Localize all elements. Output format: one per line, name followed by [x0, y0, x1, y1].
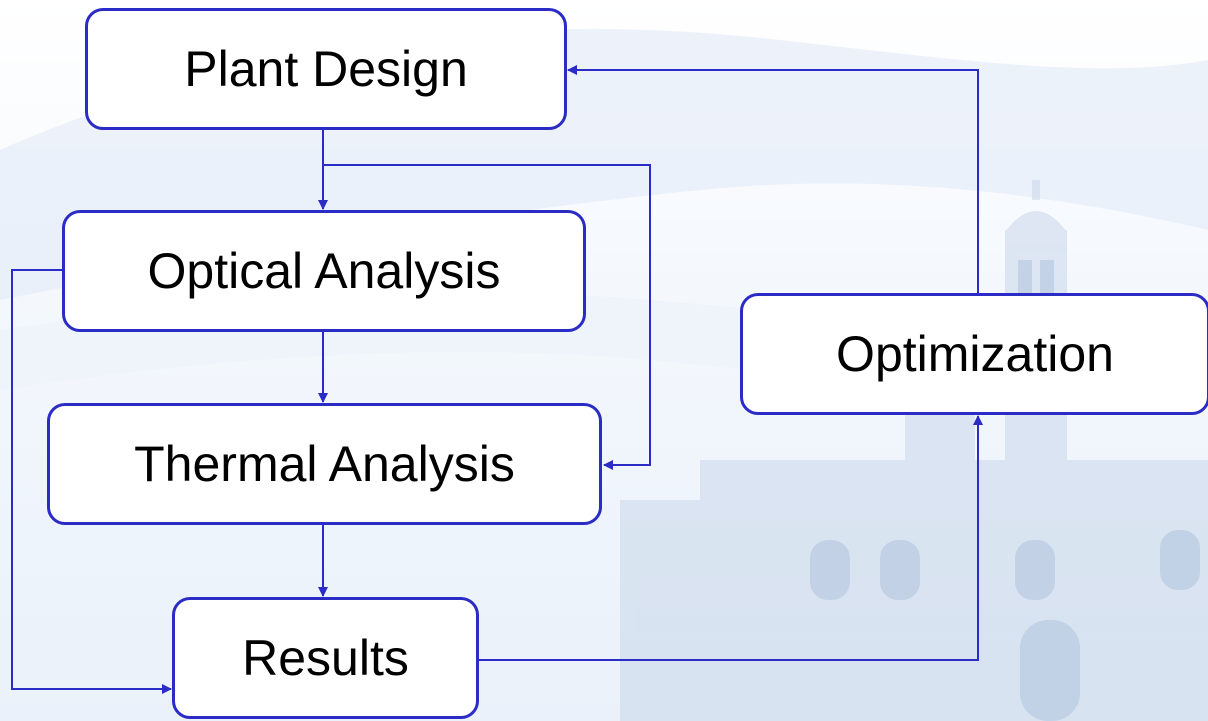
- plant-design-node: Plant Design: [85, 8, 567, 130]
- building-windows: [810, 260, 1200, 721]
- results-node: Results: [172, 597, 479, 719]
- optimization-label: Optimization: [836, 326, 1114, 382]
- optical-analysis-label: Optical Analysis: [147, 243, 501, 299]
- results-label: Results: [242, 630, 409, 686]
- optical-analysis-node: Optical Analysis: [62, 210, 586, 332]
- plant-design-label: Plant Design: [184, 41, 468, 97]
- arrow-results-to-optimization: [479, 415, 983, 661]
- arrow-optical-to-results: [11, 269, 172, 694]
- arrow-optimization-to-plant: [567, 65, 979, 293]
- thermal-analysis-label: Thermal Analysis: [134, 436, 515, 492]
- arrow-plant-to-thermal: [323, 164, 651, 470]
- building-silhouette: [620, 180, 1208, 721]
- thermal-analysis-node: Thermal Analysis: [47, 403, 602, 525]
- optimization-node: Optimization: [740, 293, 1208, 415]
